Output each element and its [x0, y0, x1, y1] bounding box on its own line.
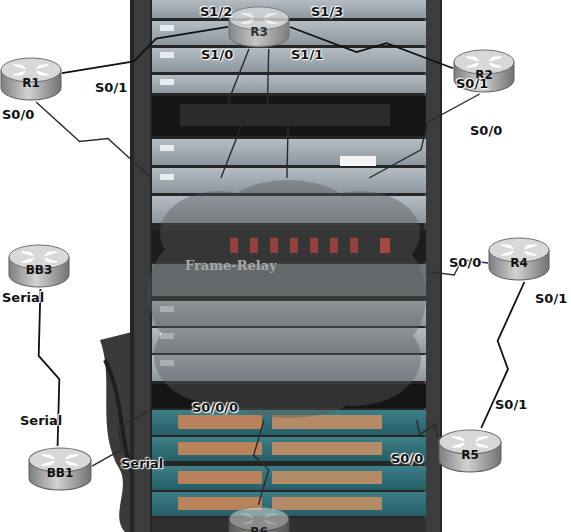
router-name: BB1 [28, 466, 92, 480]
cloud-shape [148, 178, 428, 420]
frame-relay-link [36, 102, 151, 178]
frame-relay-link [369, 94, 480, 178]
interface-label: Serial [20, 413, 62, 428]
frame-relay-link [254, 420, 269, 505]
serial-link [290, 27, 453, 68]
frame-relay-link [267, 49, 288, 178]
interface-label: Serial [121, 456, 163, 471]
interface-label: S1/3 [311, 4, 343, 19]
interface-label: S1/2 [200, 4, 232, 19]
interface-label: S0/1 [535, 291, 567, 306]
interface-label: S0/1 [456, 76, 488, 91]
router-node: BB1 [28, 446, 92, 492]
interface-label: S0/1 [95, 80, 127, 95]
router-node: R6 [228, 505, 290, 532]
router-node: R5 [438, 428, 502, 474]
router-name: R6 [228, 525, 290, 532]
router-name: BB3 [8, 263, 70, 277]
interface-label: S1/1 [291, 47, 323, 62]
router-name: R1 [0, 76, 62, 90]
router-node: R4 [488, 236, 550, 282]
interface-label: S0/0 [391, 451, 423, 466]
interface-label: S0/1 [495, 397, 527, 412]
router-name: R4 [488, 256, 550, 270]
interface-label: S0/0 [2, 107, 34, 122]
router-name: R3 [228, 25, 290, 39]
router-node: R3 [228, 5, 290, 49]
interface-label: S0/0 [470, 123, 502, 138]
frame-relay-link [417, 420, 438, 439]
frame-relay-link [221, 49, 249, 178]
frame-relay-cloud: Frame-Relay [148, 178, 428, 420]
router-node: R1 [0, 56, 62, 102]
interface-label: Serial [2, 290, 44, 305]
interface-label: S0/0 [449, 255, 481, 270]
interface-label: S0/0/0 [192, 400, 238, 415]
router-name: R5 [438, 448, 502, 462]
router-node: BB3 [8, 243, 70, 289]
interface-label: S1/0 [201, 47, 233, 62]
cloud-label: Frame-Relay [185, 258, 277, 273]
